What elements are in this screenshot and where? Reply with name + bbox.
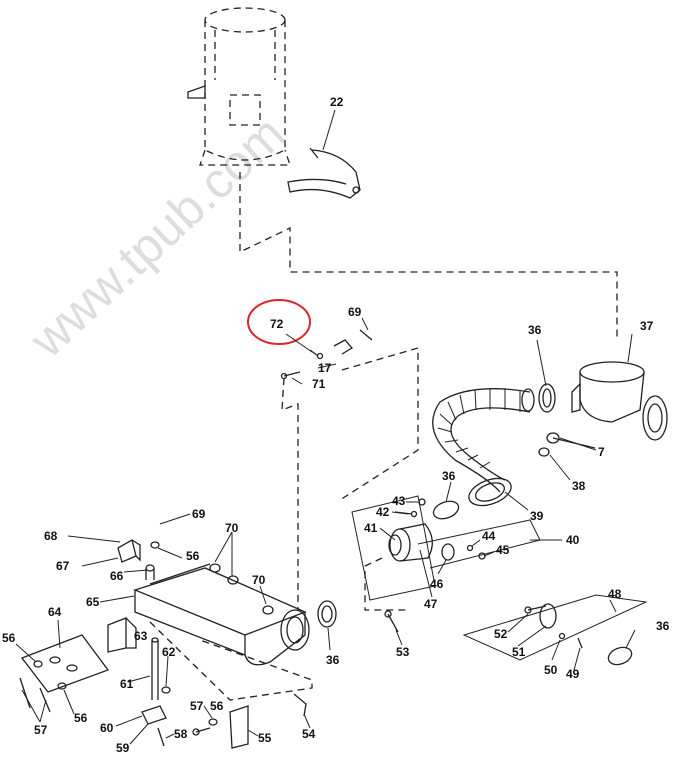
duct-65 [133, 563, 310, 666]
washer-56-right [208, 718, 218, 726]
screw-56-mid [150, 541, 160, 549]
highlight-circle-72 [247, 299, 311, 345]
callout-56: 56 [74, 711, 88, 725]
bracket-67 [117, 539, 141, 563]
leader-47 [419, 549, 433, 598]
callout-63: 63 [134, 629, 148, 643]
clamp-36-lower [317, 600, 337, 628]
callout-60: 60 [100, 721, 114, 735]
screw-53 [384, 610, 399, 633]
callout-52: 52 [494, 627, 508, 641]
spacer-66 [145, 564, 155, 580]
screw-7 [546, 432, 596, 449]
callout-40: 40 [566, 533, 580, 547]
callout-65: 65 [86, 595, 100, 609]
fitting-41 [388, 523, 433, 562]
callout-71: 71 [312, 377, 326, 391]
heater-assembly [187, 7, 291, 166]
callout-66: 66 [110, 569, 124, 583]
callout-50: 50 [544, 663, 558, 677]
grommet-70b [227, 575, 239, 585]
dashed-route-heater [239, 172, 618, 340]
clamp-36-upper [538, 383, 556, 413]
leader-68 [67, 535, 121, 543]
clamp-36-right [607, 646, 633, 666]
callout-56: 56 [210, 699, 224, 713]
callout-58: 58 [174, 727, 188, 741]
callout-56: 56 [186, 549, 200, 563]
dashed-route-lower [149, 621, 313, 701]
bracket-55 [229, 705, 249, 749]
clamp-46 [441, 543, 455, 561]
callout-64: 64 [48, 605, 62, 619]
screw-56-left [33, 660, 67, 690]
callout-69: 69 [348, 305, 362, 319]
callout-67: 67 [56, 559, 70, 573]
callout-41: 41 [364, 521, 378, 535]
screw-38 [538, 447, 550, 457]
clamp-36-middle [432, 500, 460, 520]
grommet-70c [262, 605, 274, 615]
screw-71 [280, 371, 301, 380]
callout-70: 70 [225, 521, 239, 535]
bracket-60 [141, 705, 167, 725]
pin-72 [309, 349, 324, 360]
dashed-route-40 [364, 557, 410, 611]
flex-hose-39 [432, 388, 535, 507]
callout-69: 69 [192, 507, 206, 521]
screw-57-left [19, 677, 51, 713]
box-48 [462, 594, 648, 661]
callout-61: 61 [120, 677, 134, 691]
callout-57: 57 [190, 699, 204, 713]
callout-17: 17 [318, 361, 332, 375]
dashed-route-upper [281, 347, 419, 610]
callout-55: 55 [258, 731, 272, 745]
callout-59: 59 [116, 741, 130, 755]
watermark-text: www.tpub.com [19, 105, 296, 368]
callout-56: 56 [2, 631, 16, 645]
leader-lines [15, 109, 636, 745]
grommet-70a [209, 563, 221, 573]
callout-48: 48 [608, 587, 622, 601]
screw-58 [157, 727, 165, 747]
callout-46: 46 [430, 577, 444, 591]
washer-44 [466, 544, 474, 552]
callout-22: 22 [330, 95, 344, 109]
clamp-22 [287, 147, 361, 199]
callout-36: 36 [528, 323, 542, 337]
screw-69-top [359, 329, 373, 341]
callout-42: 42 [376, 505, 390, 519]
callout-51: 51 [512, 645, 526, 659]
bracket-17 [333, 339, 354, 355]
screw-57-right [192, 727, 211, 736]
callout-53: 53 [396, 645, 410, 659]
callout-44: 44 [482, 529, 496, 543]
callout-68: 68 [44, 529, 58, 543]
callout-70: 70 [252, 573, 266, 587]
callout-7: 7 [598, 445, 605, 459]
callout-54: 54 [302, 727, 316, 741]
rod-61 [151, 637, 159, 700]
callout-47: 47 [424, 597, 438, 611]
nut-62 [161, 686, 171, 694]
bracket-63 [107, 617, 137, 653]
callout-43: 43 [392, 494, 406, 508]
callout-38: 38 [572, 479, 586, 493]
parts-48-group [524, 603, 583, 649]
plate-64 [20, 634, 110, 693]
callout-39: 39 [530, 509, 544, 523]
screw-54 [293, 693, 307, 717]
callout-37: 37 [640, 319, 654, 333]
callout-62: 62 [162, 645, 176, 659]
callout-labels: 22 72 69 17 71 36 37 7 38 36 39 43 42 41… [2, 95, 670, 755]
callout-57: 57 [34, 723, 48, 737]
callout-72: 72 [270, 317, 284, 331]
callout-36: 36 [656, 619, 670, 633]
elbow-37 [571, 361, 668, 441]
callout-45: 45 [496, 543, 510, 557]
callout-36: 36 [442, 469, 456, 483]
callout-36: 36 [326, 653, 340, 667]
callout-49: 49 [566, 667, 580, 681]
